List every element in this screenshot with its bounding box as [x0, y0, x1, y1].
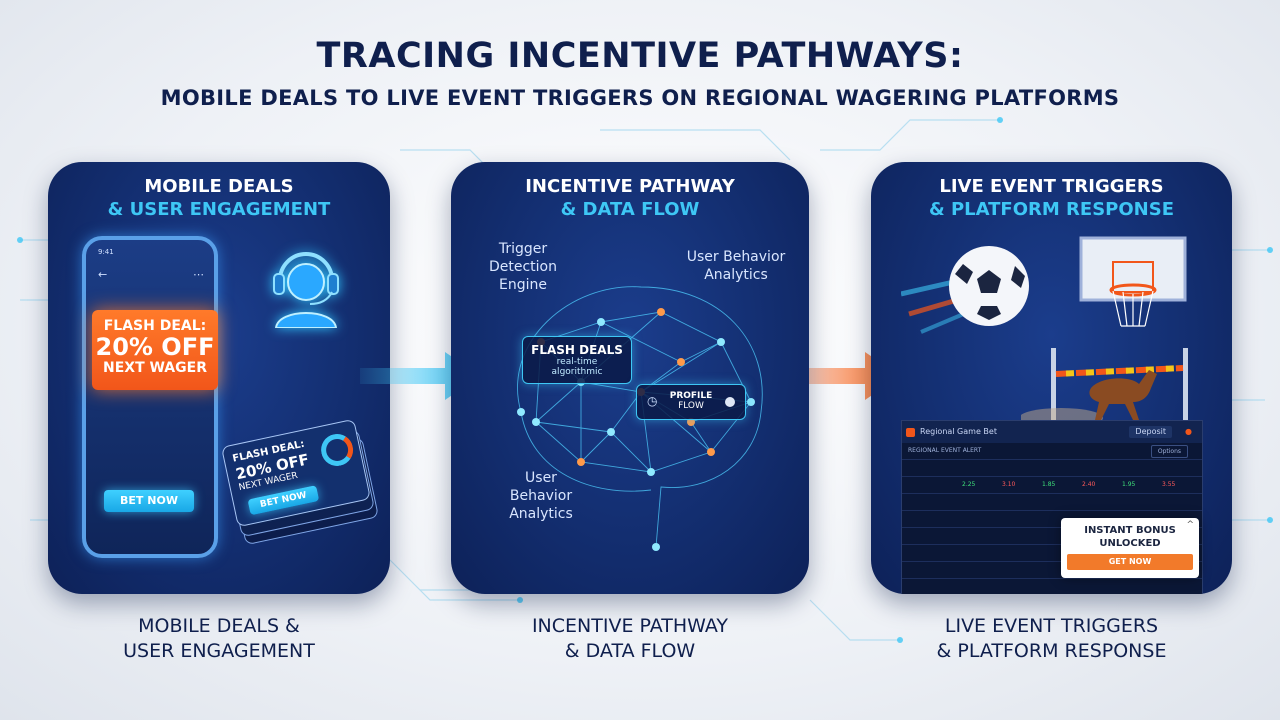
basketball-hoop-icon: [1079, 236, 1187, 327]
panel-heading: LIVE EVENT TRIGGERS & PLATFORM RESPONSE: [871, 175, 1232, 221]
table-row[interactable]: [902, 494, 1202, 511]
flash-deal-line2: 20% OFF: [95, 333, 215, 361]
alert-row: REGIONAL EVENT ALERT Options: [902, 443, 1202, 460]
panel-incentive-pathway: INCENTIVE PATHWAY & DATA FLOW Trigger De…: [451, 162, 809, 594]
soccer-ball-icon: [901, 246, 1029, 334]
status-time: 9:41: [98, 248, 114, 256]
panel-heading-line1: MOBILE DEALS: [144, 176, 294, 197]
table-row[interactable]: 2.25 3.10 1.85 2.40 1.95 3.55: [902, 477, 1202, 494]
panel-heading: INCENTIVE PATHWAY & DATA FLOW: [451, 175, 809, 221]
toggle-dot-icon: [725, 397, 735, 407]
footer-panel-3: LIVE EVENT TRIGGERS & PLATFORM RESPONSE: [936, 615, 1167, 662]
notification-icon[interactable]: ●: [1185, 427, 1192, 436]
table-row[interactable]: [902, 511, 1202, 528]
label-analytics-bottom: User Behavior Analytics: [509, 470, 573, 522]
flow-arrow-1: [360, 352, 480, 400]
close-icon[interactable]: ^: [1186, 520, 1194, 530]
headset-agent-icon: [273, 252, 339, 328]
card-bet-now-button[interactable]: BET NOW: [247, 485, 320, 516]
panel-heading-line1: LIVE EVENT TRIGGERS: [939, 176, 1164, 197]
options-button[interactable]: Options: [1150, 445, 1188, 458]
brand-name: Regional Game Bet: [920, 427, 997, 436]
flash-deal-banner: FLASH DEAL: 20% OFF NEXT WAGER: [92, 310, 218, 390]
deposit-button[interactable]: Deposit: [1129, 426, 1172, 438]
deal-card-stack: FLASH DEAL: 20% OFF NEXT WAGER BET NOW: [220, 418, 380, 546]
label-analytics-top: User Behavior Analytics: [686, 249, 786, 283]
brand-logo-icon: [906, 428, 915, 437]
panel-mobile-deals: MOBILE DEALS & USER ENGAGEMENT 9:41 ← ⋯ …: [48, 162, 390, 594]
get-now-button[interactable]: GET NOW: [1067, 554, 1193, 570]
label-trigger-engine: Trigger Detection Engine: [488, 241, 557, 293]
flow-arrow-2: [780, 352, 900, 400]
footer-panel-2: INCENTIVE PATHWAY & DATA FLOW: [531, 615, 729, 662]
table-row[interactable]: [902, 545, 1202, 562]
flash-deal-line3: NEXT WAGER: [103, 360, 207, 376]
chip-profile-flow: ◷ PROFILE FLOW: [636, 384, 746, 420]
more-dots-icon[interactable]: ⋯: [193, 268, 204, 281]
panel-heading: MOBILE DEALS & USER ENGAGEMENT: [48, 175, 390, 221]
table-row[interactable]: [902, 579, 1202, 594]
panel-heading-line2: & PLATFORM RESPONSE: [928, 199, 1174, 220]
phone-bet-now-button[interactable]: BET NOW: [104, 490, 194, 512]
panel-heading-line2: & USER ENGAGEMENT: [107, 199, 331, 220]
page-title: TRACING INCENTIVE PATHWAYS:: [316, 36, 964, 76]
table-row[interactable]: [902, 528, 1202, 545]
bonus-line1: INSTANT BONUS: [1084, 525, 1176, 536]
table-row[interactable]: [902, 562, 1202, 579]
clock-icon: ◷: [647, 394, 658, 408]
smartphone: 9:41 ← ⋯ BET NOW: [82, 236, 218, 558]
horse-racing-icon: [1021, 348, 1188, 428]
panel-heading-line1: INCENTIVE PATHWAY: [525, 176, 735, 197]
back-arrow-icon[interactable]: ←: [98, 268, 108, 281]
chip-flash-deals: FLASH DEALS real-time algorithmic: [522, 336, 632, 384]
instant-bonus-popup: ^ INSTANT BONUS UNLOCKED GET NOW: [1061, 518, 1199, 578]
donut-chart-icon: [318, 430, 357, 469]
page-subtitle: MOBILE DEALS TO LIVE EVENT TRIGGERS ON R…: [160, 86, 1120, 110]
footer-panel-1: MOBILE DEALS & USER ENGAGEMENT: [123, 615, 315, 662]
panel-heading-line2: & DATA FLOW: [560, 199, 700, 220]
table-row[interactable]: [902, 460, 1202, 477]
flash-deal-line1: FLASH DEAL:: [103, 318, 207, 334]
bonus-line2: UNLOCKED: [1099, 538, 1161, 549]
panel-live-events: LIVE EVENT TRIGGERS & PLATFORM RESPONSE …: [871, 162, 1232, 594]
dashboard-header: Regional Game Bet Deposit ●: [902, 421, 1202, 443]
